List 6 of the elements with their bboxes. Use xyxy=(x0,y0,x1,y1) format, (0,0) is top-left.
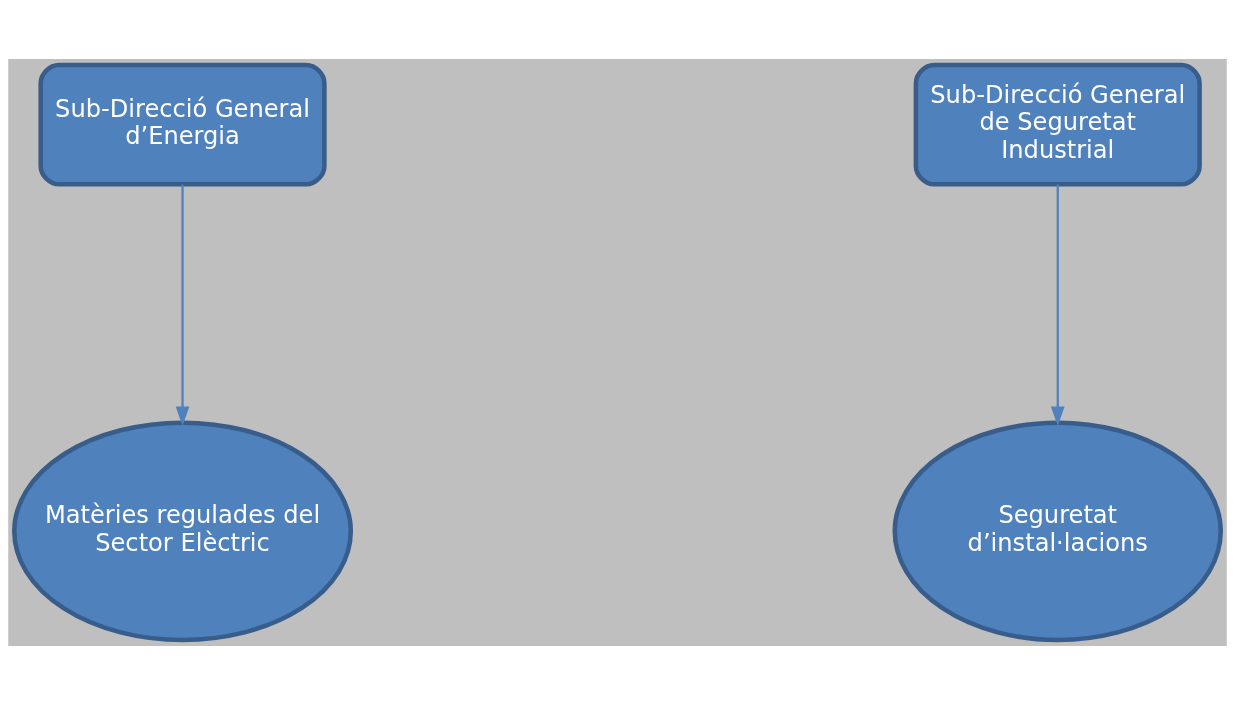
node-box: Sub-Direcció General d’Energia xyxy=(38,62,327,187)
node-box: Sub-Direcció General de Seguretat Industrial xyxy=(913,62,1202,187)
arrow xyxy=(1050,184,1065,427)
arrow xyxy=(175,184,190,427)
node-ellipse: Seguretat d’instal·lacions xyxy=(892,420,1223,643)
node-ellipse: Matèries regulades del Sector Elèctric xyxy=(12,420,354,643)
